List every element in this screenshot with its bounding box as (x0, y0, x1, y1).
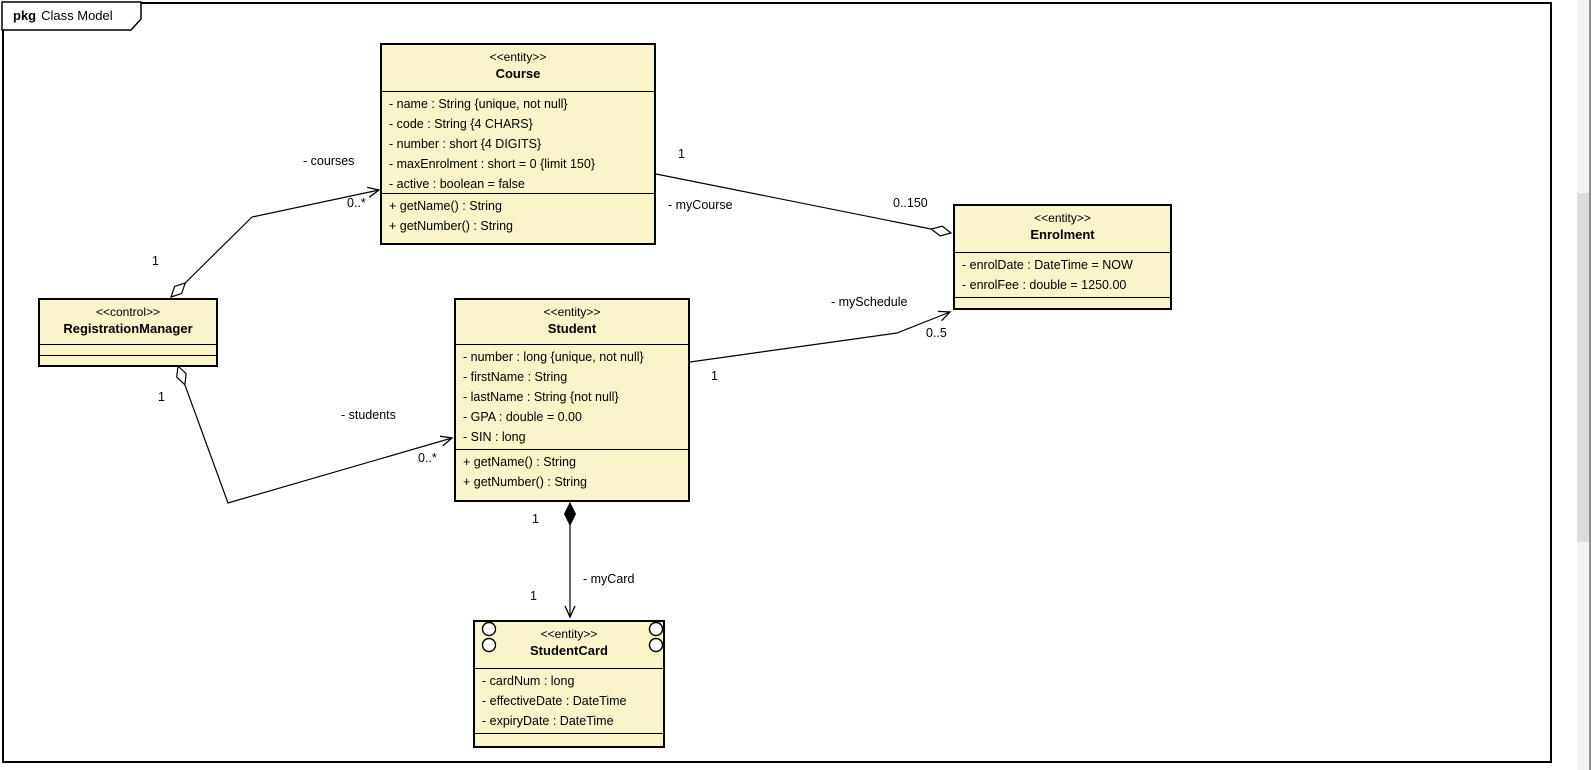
class-course-attributes: - name : String {unique, not null} - cod… (382, 91, 654, 193)
operation-line: + getNumber() : String (389, 219, 514, 233)
class-student-card-name: StudentCard (530, 643, 608, 658)
operation-line: + getName() : String (389, 199, 502, 213)
association-student-schedule[interactable] (689, 310, 952, 363)
vertical-scrollbar-thumb[interactable] (1577, 193, 1589, 542)
vertical-scrollbar[interactable] (1577, 0, 1589, 770)
attribute-line: - SIN : long (463, 430, 526, 444)
class-student-card-attributes: - cardNum : long - effectiveDate : DateT… (475, 668, 663, 733)
class-student-card[interactable]: <<entity>> StudentCard - cardNum : long … (473, 620, 665, 748)
class-enrolment-header: <<entity>> Enrolment (955, 206, 1170, 252)
class-enrolment-operations (955, 297, 1170, 308)
class-registration-manager-attributes (40, 344, 216, 355)
class-course[interactable]: <<entity>> Course - name : String {uniqu… (380, 43, 656, 245)
attribute-line: - enrolDate : DateTime = NOW (962, 258, 1133, 272)
class-enrolment[interactable]: <<entity>> Enrolment - enrolDate : DateT… (953, 204, 1172, 310)
class-student-card-operations (475, 733, 663, 746)
multiplicity-label: 1 (678, 147, 685, 161)
class-course-name: Course (495, 66, 541, 81)
class-enrolment-name: Enrolment (1030, 227, 1095, 242)
class-enrolment-stereotype: <<entity>> (1034, 211, 1091, 225)
class-student-card-stereotype: <<entity>> (540, 627, 598, 641)
attribute-line: - name : String {unique, not null} (389, 97, 568, 111)
attribute-line: - expiryDate : DateTime (482, 714, 614, 728)
multiplicity-label: 0..150 (893, 196, 928, 210)
multiplicity-label: 1 (532, 512, 539, 526)
class-student-stereotype: <<entity>> (543, 305, 601, 319)
multiplicity-label: 1 (711, 369, 718, 383)
class-registration-manager-name: RegistrationManager (63, 321, 193, 336)
role-label: - myCourse (668, 198, 733, 212)
attribute-line: - number : short {4 DIGITS} (389, 137, 542, 151)
role-label: - myCard (583, 572, 635, 586)
multiplicity-label: 1 (158, 390, 165, 404)
class-registration-manager-stereotype: <<control>> (95, 305, 161, 319)
package-tab: pkg Class Model (13, 8, 113, 23)
class-enrolment-attributes: - enrolDate : DateTime = NOW - enrolFee … (955, 252, 1170, 297)
multiplicity-label: 0..* (418, 451, 437, 465)
class-student-operations: + getName() : String + getNumber() : Str… (456, 449, 688, 500)
multiplicity-label: 1 (152, 254, 159, 268)
role-label: - mySchedule (831, 295, 908, 309)
attribute-line: - GPA : double = 0.00 (463, 410, 582, 424)
class-registration-manager-operations (40, 355, 216, 365)
class-student-header: <<entity>> Student (456, 300, 688, 344)
operation-line: + getNumber() : String (463, 475, 588, 489)
multiplicity-label: 0..5 (926, 326, 947, 340)
role-label: - students (341, 408, 396, 422)
multiplicity-label: 1 (530, 589, 537, 603)
attribute-line: - active : boolean = false (389, 177, 525, 191)
package-keyword: pkg (13, 8, 37, 23)
class-registration-manager-header: <<control>> RegistrationManager (40, 300, 216, 344)
role-label: - courses (303, 154, 355, 168)
class-course-operations: + getName() : String + getNumber() : Str… (382, 193, 654, 243)
package-title: Class Model (41, 8, 113, 23)
attribute-line: - firstName : String (463, 370, 568, 384)
attribute-line: - number : long {unique, not null} (463, 350, 644, 364)
attribute-line: - cardNum : long (482, 674, 575, 688)
class-student-attributes: - number : long {unique, not null} - fir… (456, 344, 688, 449)
attribute-line: - code : String {4 CHARS} (389, 117, 533, 131)
class-student[interactable]: <<entity>> Student - number : long {uniq… (454, 298, 690, 502)
attribute-line: - maxEnrolment : short = 0 {limit 150} (389, 157, 595, 171)
attribute-line: - effectiveDate : DateTime (482, 694, 627, 708)
class-course-header: <<entity>> Course (382, 45, 654, 91)
association-manager-students[interactable] (178, 366, 452, 504)
class-student-card-header: <<entity>> StudentCard (475, 622, 663, 668)
multiplicity-label: 0..* (347, 196, 366, 210)
class-registration-manager[interactable]: <<control>> RegistrationManager (38, 298, 218, 367)
operation-line: + getName() : String (463, 455, 576, 469)
attribute-line: - enrolFee : double = 1250.00 (962, 278, 1127, 292)
window-edge (1589, 0, 1591, 770)
class-course-stereotype: <<entity>> (489, 50, 547, 64)
attribute-line: - lastName : String {not null} (463, 390, 619, 404)
class-student-name: Student (547, 321, 597, 336)
